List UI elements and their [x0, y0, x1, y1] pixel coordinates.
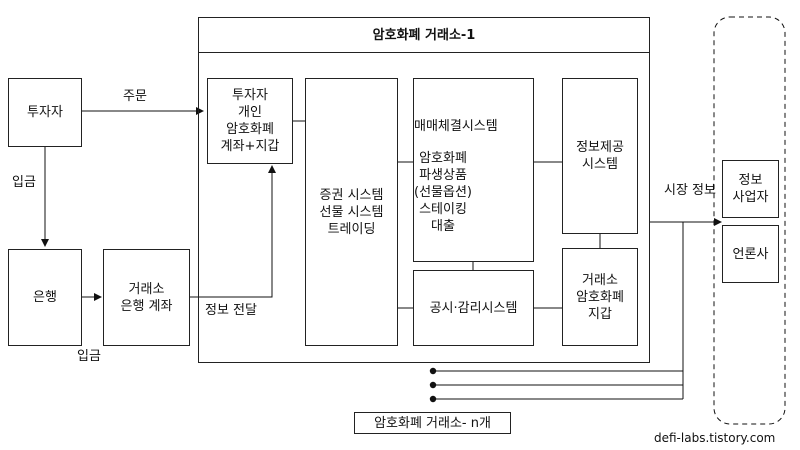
deposit-label-investor: 입금 — [12, 175, 36, 190]
investor-box: 투자자 — [8, 78, 82, 147]
exchange-crypto-wallet-box: 거래소 암호화폐 지갑 — [562, 248, 638, 346]
investor-account-wallet-box: 투자자 개인 암호화폐 계좌+지갑 — [207, 78, 293, 164]
market-info-label: 시장 정보 — [664, 183, 716, 198]
matching-products: 암호화폐 파생상품 (선물옵션) 스테이킹 대출 — [414, 150, 472, 234]
disclosure-audit-system-box: 공시·감리시스템 — [413, 270, 534, 346]
n-exchanges-box: 암호화폐 거래소- n개 — [354, 412, 511, 434]
matching-system-box: 매매체결시스템 암호화폐 파생상품 (선물옵션) 스테이킹 대출 — [413, 78, 534, 262]
press-box: 언론사 — [722, 225, 779, 283]
securities-system-box: 증권 시스템 선물 시스템 트레이딩 — [305, 78, 398, 346]
exchange-bank-account-box: 거래소 은행 계좌 — [103, 249, 190, 346]
bank-box: 은행 — [8, 249, 82, 346]
deposit-label-bank: 입금 — [77, 349, 101, 364]
watermark: defi-labs.tistory.com — [654, 431, 776, 445]
info-provider-box: 정보 사업자 — [722, 160, 779, 218]
order-label: 주문 — [123, 89, 147, 104]
info-provision-system-box: 정보제공 시스템 — [562, 78, 638, 234]
matching-system-title: 매매체결시스템 — [414, 118, 498, 134]
info-transfer-label: 정보 전달 — [205, 303, 257, 318]
exchange-title: 암호화폐 거래소-1 — [198, 17, 650, 53]
